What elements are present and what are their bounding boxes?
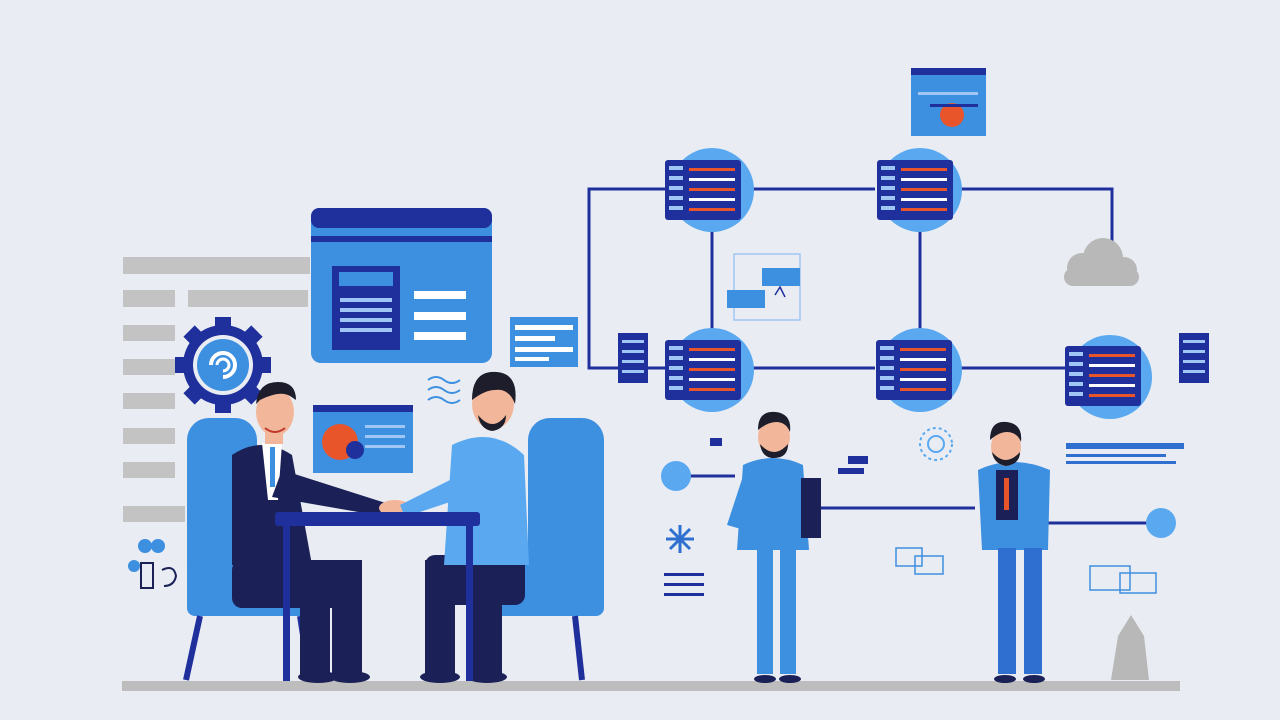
server-small-lines	[622, 340, 1205, 373]
browser-window	[311, 208, 492, 363]
list-icon	[664, 573, 704, 596]
cloud-icon	[1064, 238, 1139, 286]
gear-icon	[175, 317, 271, 413]
target-icon	[919, 427, 953, 461]
tag-icons	[710, 438, 868, 474]
chat-icon	[427, 376, 461, 404]
mini-dashboard	[727, 253, 801, 321]
document-icon	[510, 317, 578, 367]
monitor-top-icon	[911, 68, 986, 136]
mini-cards	[895, 547, 1157, 594]
monitor-icon	[313, 405, 413, 473]
network-lines	[587, 187, 1160, 525]
person-standing-right	[978, 421, 1050, 683]
person-businessman	[232, 382, 411, 683]
person-seated-colleague	[400, 371, 529, 683]
snowflake-icon	[666, 525, 694, 553]
meeting-table	[275, 512, 480, 681]
document-lines	[123, 257, 310, 522]
floor-line	[122, 681, 1180, 691]
code-snippet	[1066, 443, 1184, 464]
plant-icon	[1111, 615, 1149, 680]
globe-icon	[128, 539, 178, 589]
person-standing-left	[727, 411, 821, 683]
